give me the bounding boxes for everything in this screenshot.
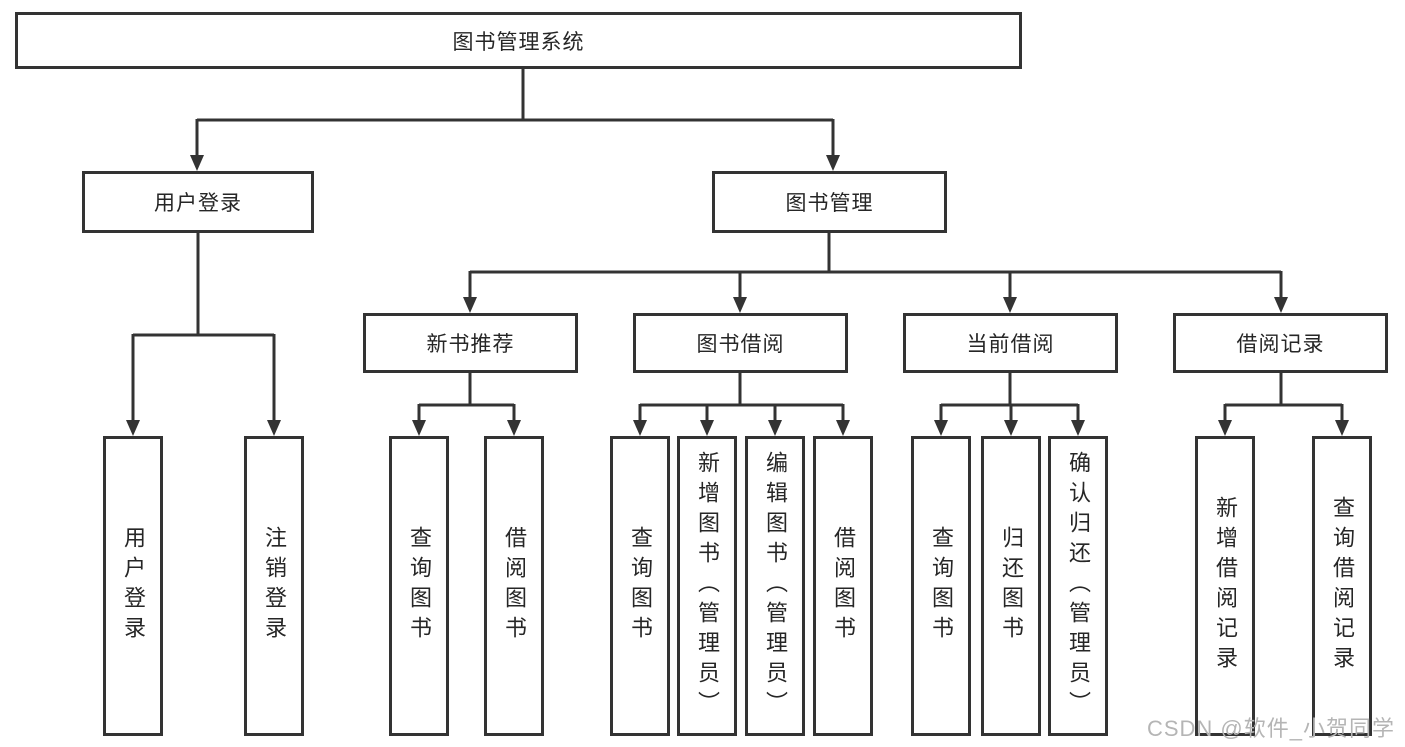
node-user-login: 用户登录: [82, 171, 314, 233]
arrowhead-icon: [733, 297, 747, 313]
arrowhead-icon: [826, 155, 840, 171]
node-label: 借阅图书: [502, 526, 527, 646]
leaf-add-borrow-record: 新增借阅记录: [1195, 436, 1255, 736]
node-label: 新增图书（管理员）: [695, 451, 720, 721]
node-label: 新书推荐: [426, 333, 515, 356]
connector-book-mgmt-to-level3: [463, 233, 1288, 313]
leaf-add-books-admin: 新增图书（管理员）: [677, 436, 737, 736]
arrowhead-icon: [412, 420, 426, 436]
arrowhead-icon: [267, 420, 281, 436]
node-label: 借阅记录: [1236, 333, 1325, 356]
leaf-confirm-return-admin: 确认归还（管理员）: [1048, 436, 1108, 736]
node-label: 归还图书: [999, 526, 1024, 646]
connector-root-to-level2: [190, 69, 840, 171]
node-label: 注销登录: [262, 526, 287, 646]
leaf-logout: 注销登录: [244, 436, 304, 736]
node-label: 查询图书: [628, 526, 653, 646]
node-label: 编辑图书（管理员）: [763, 451, 788, 721]
arrowhead-icon: [836, 420, 850, 436]
node-borrow-records: 借阅记录: [1173, 313, 1388, 373]
node-label: 用户登录: [154, 192, 242, 215]
node-new-book-recommend: 新书推荐: [363, 313, 578, 373]
node-label: 查询图书: [407, 526, 432, 646]
connector-new-book-rec-to-leaves: [412, 373, 521, 436]
node-label: 借阅图书: [831, 526, 856, 646]
arrowhead-icon: [1335, 420, 1349, 436]
node-book-management: 图书管理: [712, 171, 947, 233]
arrowhead-icon: [463, 297, 477, 313]
node-book-borrow: 图书借阅: [633, 313, 848, 373]
leaf-return-books: 归还图书: [981, 436, 1041, 736]
node-label: 图书管理: [785, 192, 874, 215]
leaf-user-login: 用户登录: [103, 436, 163, 736]
arrowhead-icon: [1003, 297, 1017, 313]
leaf-query-books-2: 查询图书: [610, 436, 670, 736]
arrowhead-icon: [768, 420, 782, 436]
node-current-borrow: 当前借阅: [903, 313, 1118, 373]
node-label: 查询借阅记录: [1330, 496, 1355, 676]
arrowhead-icon: [1071, 420, 1085, 436]
connector-borrow-records-to-leaves: [1218, 373, 1349, 436]
arrowhead-icon: [1218, 420, 1232, 436]
arrowhead-icon: [1274, 297, 1288, 313]
csdn-watermark: CSDN @软件_小贺同学: [1146, 716, 1395, 741]
arrowhead-icon: [633, 420, 647, 436]
node-root-system: 图书管理系统: [15, 12, 1022, 69]
leaf-query-books-1: 查询图书: [389, 436, 449, 736]
leaf-query-books-3: 查询图书: [911, 436, 971, 736]
connector-user-login-to-leaves: [126, 233, 281, 436]
connector-book-borrow-to-leaves: [633, 373, 850, 436]
connector-current-borrow-to-leaves: [934, 373, 1085, 436]
leaf-query-borrow-record: 查询借阅记录: [1312, 436, 1372, 736]
arrowhead-icon: [507, 420, 521, 436]
arrowhead-icon: [190, 155, 204, 171]
arrowhead-icon: [126, 420, 140, 436]
leaf-borrow-books-2: 借阅图书: [813, 436, 873, 736]
arrowhead-icon: [700, 420, 714, 436]
arrowhead-icon: [934, 420, 948, 436]
node-label: 当前借阅: [966, 333, 1055, 356]
node-label: 图书管理系统: [452, 30, 585, 54]
node-label: 确认归还（管理员）: [1066, 451, 1091, 721]
leaf-edit-books-admin: 编辑图书（管理员）: [745, 436, 805, 736]
node-label: 用户登录: [121, 526, 146, 646]
node-label: 新增借阅记录: [1213, 496, 1238, 676]
leaf-borrow-books-1: 借阅图书: [484, 436, 544, 736]
node-label: 查询图书: [929, 526, 954, 646]
node-label: 图书借阅: [696, 333, 785, 356]
arrowhead-icon: [1004, 420, 1018, 436]
